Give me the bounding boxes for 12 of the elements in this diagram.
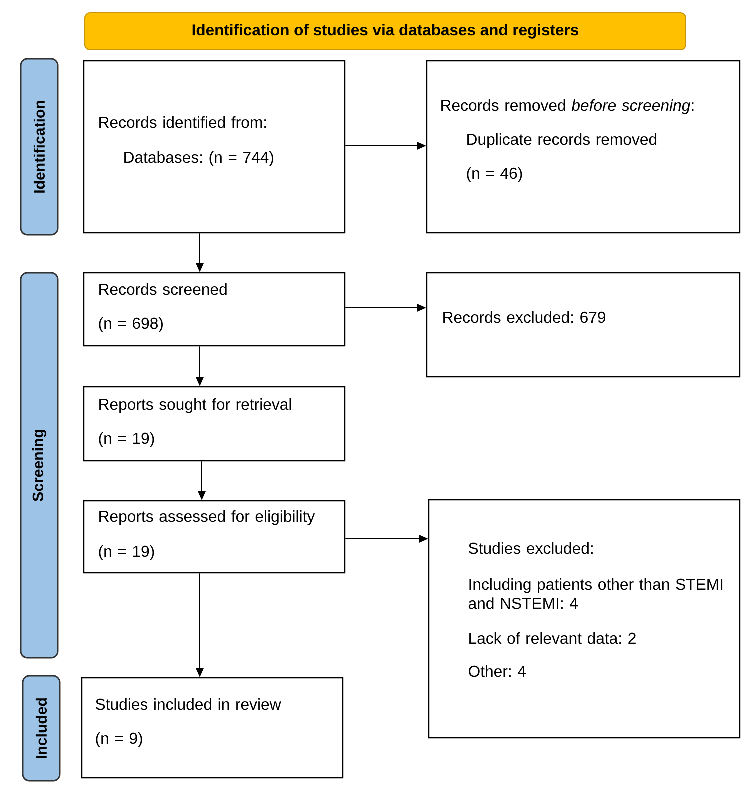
process-box: Reports sought for retrieval (n = 19) (83, 386, 346, 462)
process-box: Reports assessed for eligibility (n = 19) (83, 500, 346, 574)
heading-banner: Identification of studies via databases and registers (84, 12, 687, 51)
process-box: Records identified from: Databases: (n = 744) (83, 60, 346, 234)
process-box: Studies included in review (n = 9) (81, 677, 344, 779)
phase-tab: Included (22, 675, 61, 782)
process-box: Records screened (n = 698) (83, 272, 346, 347)
phase-tab: Screening (20, 272, 59, 659)
process-box: Records removed before screening: Duplicate records removed (n = 46) (426, 60, 741, 234)
phase-tab: Identification (20, 58, 59, 236)
process-box: Studies excluded: Including patients other than STEMI and NSTEMI: 4 Lack of relevant data: 2 Other: 4 (428, 499, 741, 739)
process-box: Records excluded: 679 (426, 272, 741, 378)
